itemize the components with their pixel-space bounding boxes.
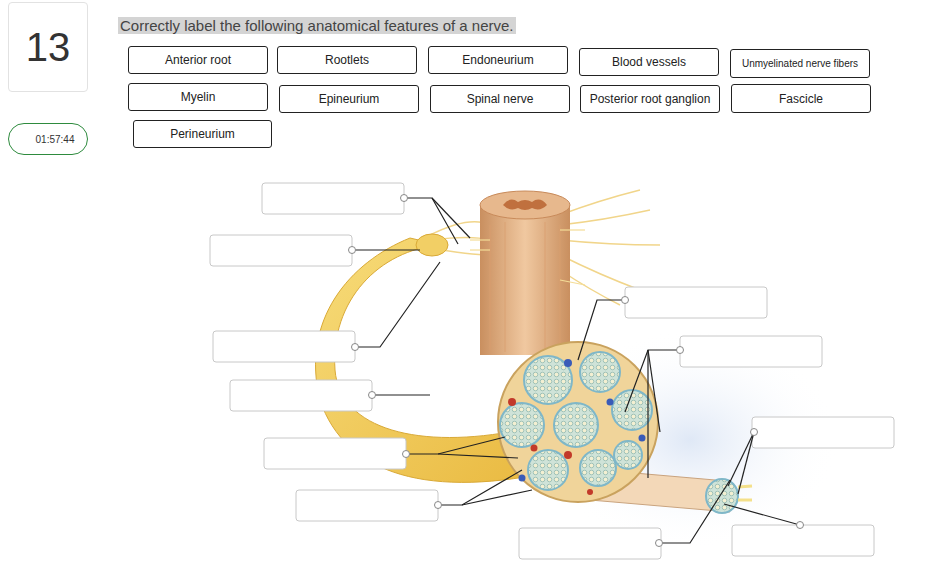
question-number: 13 [8,2,88,92]
timer-pill: 01:57:44 [8,123,88,155]
node-text: Endoneurium [462,54,533,66]
node-text: 13 [26,25,71,70]
node-text: 01:57:44 [36,134,75,145]
node-text: Unmyelinated nerve fibers [742,58,858,69]
node-text: Posterior root ganglion [590,93,711,105]
label-chip: Blood vessels [579,48,719,76]
label-chip: Rootlets [277,46,417,74]
node-text: Spinal nerve [467,93,534,105]
label-chip: Anterior root [128,46,268,74]
node-text: Fascicle [779,93,823,105]
node-text: Myelin [181,91,216,103]
label-chip: Epineurium [279,85,419,113]
question-title: Correctly label the following anatomical… [118,17,516,34]
label-chip: Endoneurium [428,46,568,74]
label-chip: Myelin [128,83,268,111]
label-chip: Posterior root ganglion [580,85,720,113]
node-text: Blood vessels [612,56,686,68]
label-chip: Perineurium [133,120,272,148]
node-text: Epineurium [319,93,380,105]
label-chip: Unmyelinated nerve fibers [730,49,870,78]
label-chip: Spinal nerve [430,85,570,113]
node-text: Rootlets [325,54,369,66]
node-text: Perineurium [170,128,235,140]
label-chip: Fascicle [731,84,871,113]
node-text: Anterior root [165,54,231,66]
